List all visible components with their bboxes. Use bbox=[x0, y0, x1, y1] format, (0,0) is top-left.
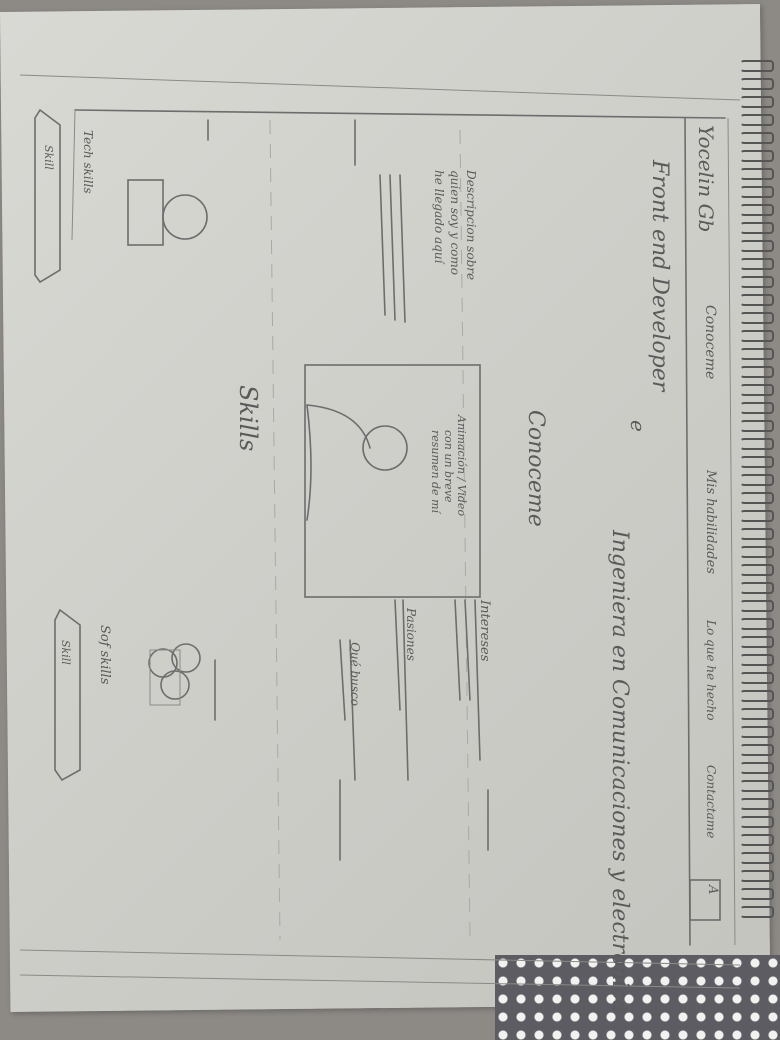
nav-link-habilidades[interactable]: Mis habilidades bbox=[703, 470, 718, 574]
about-heading: Conoceme bbox=[523, 410, 548, 527]
field-intereses: Intereses bbox=[477, 600, 492, 662]
video-text-line-1: Animación / Video bbox=[455, 415, 468, 517]
field-que-busco: Qué busco bbox=[348, 642, 362, 706]
site-logo[interactable]: Yocelin Gb bbox=[694, 125, 718, 233]
tech-skill-banner: Skill bbox=[42, 145, 55, 170]
hero-subtitle: Ingeniera en Comunicaciones y electronic… bbox=[607, 530, 632, 1013]
language-toggle[interactable]: A bbox=[705, 885, 720, 895]
field-pasiones: Pasiones bbox=[404, 608, 418, 661]
video-text-line-2: con un breve bbox=[442, 430, 455, 503]
lace-tablecloth bbox=[495, 955, 780, 1040]
nav-link-contactame[interactable]: Contactame bbox=[704, 765, 718, 839]
hero-description-line-3: he llegado aquí bbox=[432, 170, 446, 264]
hero-description-line-1: Descripcion sobre bbox=[464, 170, 478, 281]
hero-description-line-2: quien soy y como bbox=[448, 170, 462, 276]
tech-skills-label: Tech skills bbox=[81, 130, 95, 194]
hero-connector: e bbox=[626, 420, 650, 432]
hero-title: Front end Developer bbox=[647, 160, 672, 392]
skills-heading: Skills bbox=[234, 385, 262, 452]
notebook-spiral bbox=[740, 60, 780, 960]
nav-link-conoceme[interactable]: Conoceme bbox=[702, 305, 718, 380]
video-text-line-3: resumen de mí bbox=[429, 430, 442, 514]
soft-skills-label: Sof skills bbox=[97, 625, 112, 685]
soft-skill-banner: Skill bbox=[59, 640, 72, 665]
nav-link-lo-que-he-hecho[interactable]: Lo que he hecho bbox=[704, 620, 718, 721]
